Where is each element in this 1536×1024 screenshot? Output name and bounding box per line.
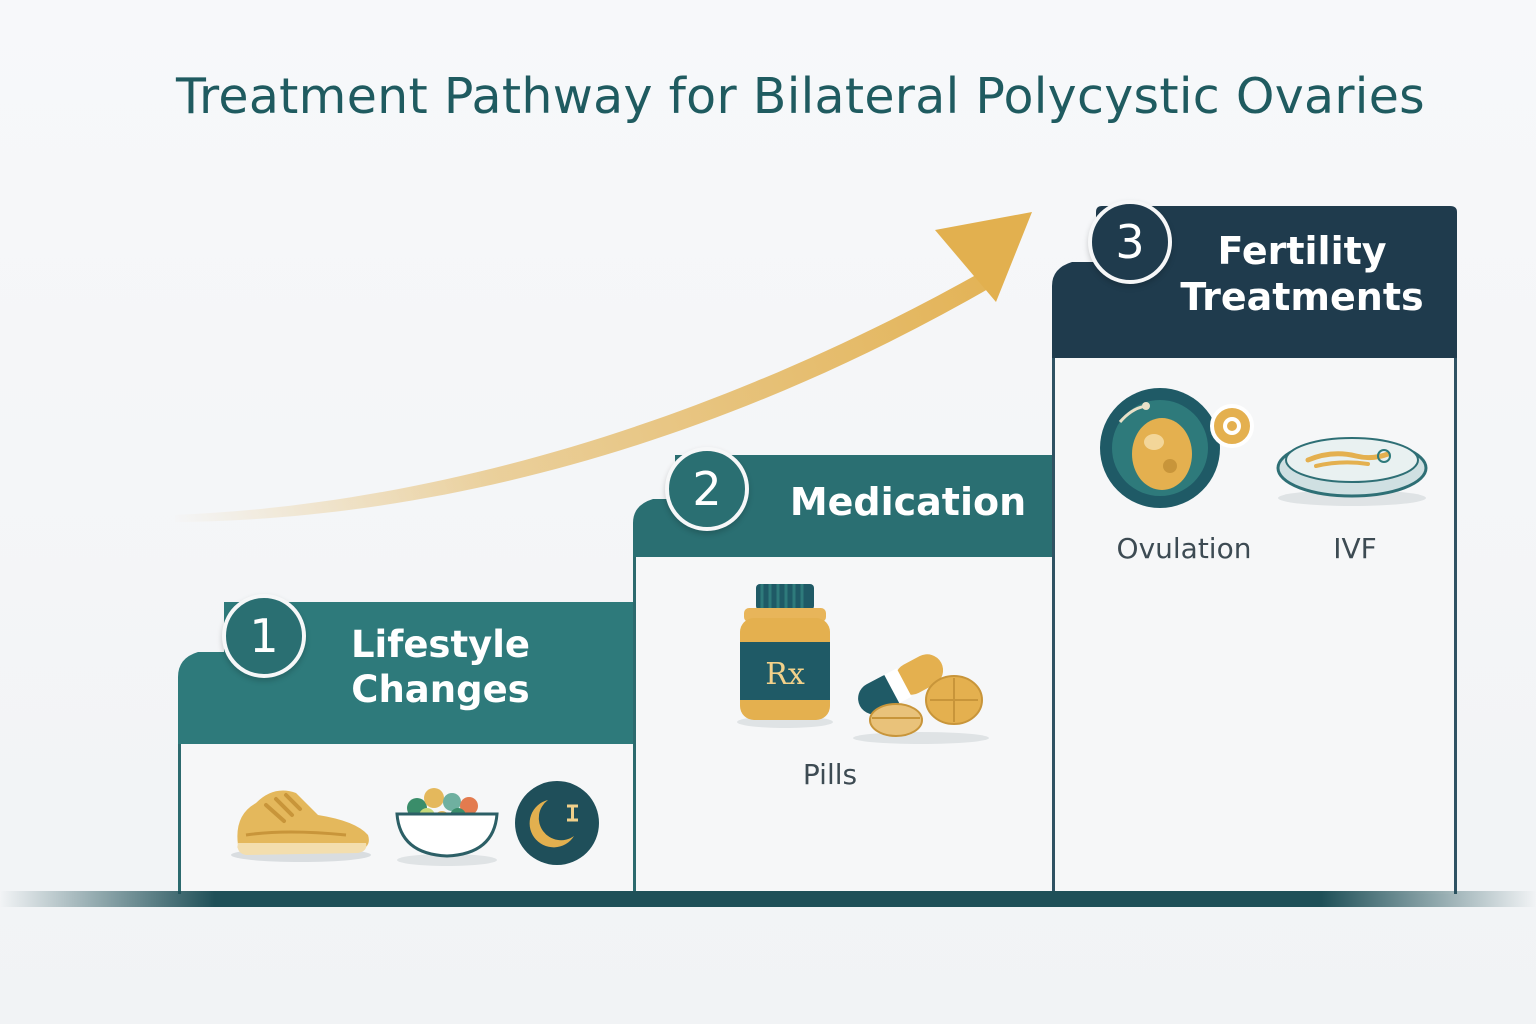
step-1-badge: 1 [222, 594, 306, 678]
ground-line [0, 891, 1536, 907]
petri-dish-icon [1276, 437, 1428, 506]
salad-bowl-icon [395, 788, 499, 866]
page-title: Treatment Pathway for Bilateral Polycyst… [176, 68, 1425, 125]
step-3-header: 3 Fertility Treatments [1052, 200, 1457, 358]
step-1-label: Lifestyle Changes [350, 623, 531, 712]
step-2-badge: 2 [665, 447, 749, 531]
pill-bottle-icon: Rx [737, 584, 833, 728]
moon-sleep-icon [515, 781, 599, 865]
step-3-label: Fertility Treatments [1180, 229, 1424, 320]
ovulation-caption: Ovulation [1116, 532, 1252, 565]
ivf-caption: IVF [1333, 532, 1377, 565]
step-2-label: Medication [789, 480, 1027, 524]
bottle-label: Rx [765, 657, 805, 692]
sneaker-icon [231, 790, 371, 862]
step-1-header: 1 Lifestyle Changes [178, 594, 636, 744]
pills-icon [853, 654, 989, 744]
pills-caption: Pills [802, 758, 858, 791]
step-3-badge: 3 [1088, 200, 1172, 284]
step-2-header: 2 Medication [633, 447, 1056, 557]
step-2-body [633, 557, 1056, 894]
egg-cell-icon [1100, 388, 1254, 508]
